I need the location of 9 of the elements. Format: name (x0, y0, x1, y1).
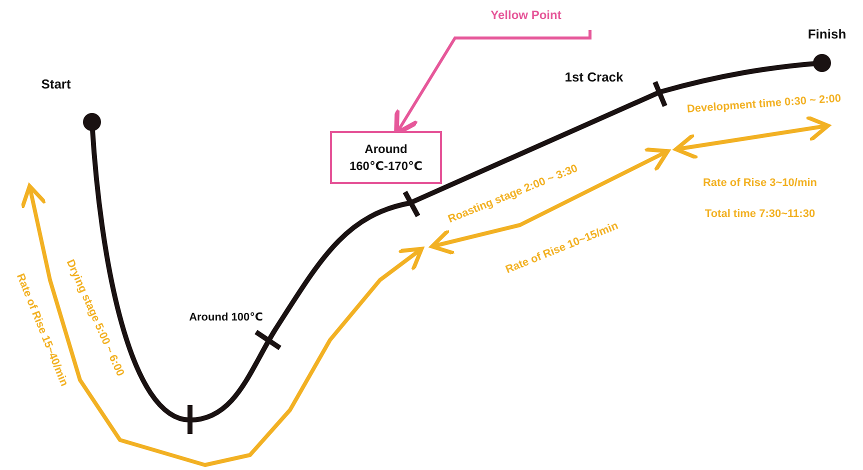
stage-label: Start (41, 76, 71, 92)
callout-box: Around 160℃-170℃ (330, 131, 442, 184)
duration-label: Total time 7:30~11:30 (704, 208, 816, 220)
callout-text: Yellow Point (455, 8, 597, 30)
stage-label: Finish (808, 26, 846, 42)
duration-label: Development time 0:30 ~ 2:00 (686, 92, 842, 116)
rate-label: Rate of Rise 3~10/min (702, 177, 818, 189)
stage-label: 1st Crack (564, 70, 624, 84)
temperature-label: Around 100℃ (189, 310, 263, 324)
